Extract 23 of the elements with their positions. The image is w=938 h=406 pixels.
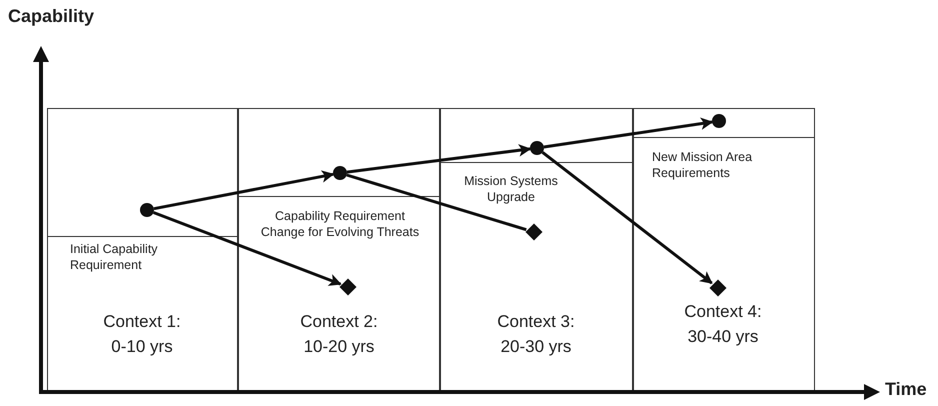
context-period-text: Context 1: 0-10 yrs (102, 311, 182, 358)
circle-marker (712, 114, 726, 128)
requirement-text: Mission Systems Upgrade (463, 173, 559, 205)
requirement-text: Capability Requirement Change for Evolving Threats (260, 208, 420, 240)
requirement-text: New Mission Area Requirements (652, 149, 754, 181)
circle-marker (333, 166, 347, 180)
context-period-text: Context 4: 30-40 yrs (683, 301, 763, 348)
arrow (154, 170, 334, 210)
arrow (346, 144, 532, 174)
arrow (544, 117, 714, 148)
context-period-text: Context 2: 10-20 yrs (299, 311, 379, 358)
arrow (152, 211, 342, 286)
context-box (238, 108, 440, 392)
axis-label: Time (885, 379, 927, 400)
context-box (633, 108, 815, 392)
axis-label: Capability (8, 6, 94, 27)
circle-marker (530, 141, 544, 155)
arrow (542, 151, 713, 284)
context-box (47, 108, 238, 392)
context-period-text: Context 3: 20-30 yrs (496, 311, 576, 358)
circle-marker (140, 203, 154, 217)
context-box (440, 108, 633, 392)
requirement-text: Initial Capability Requirement (70, 241, 159, 273)
